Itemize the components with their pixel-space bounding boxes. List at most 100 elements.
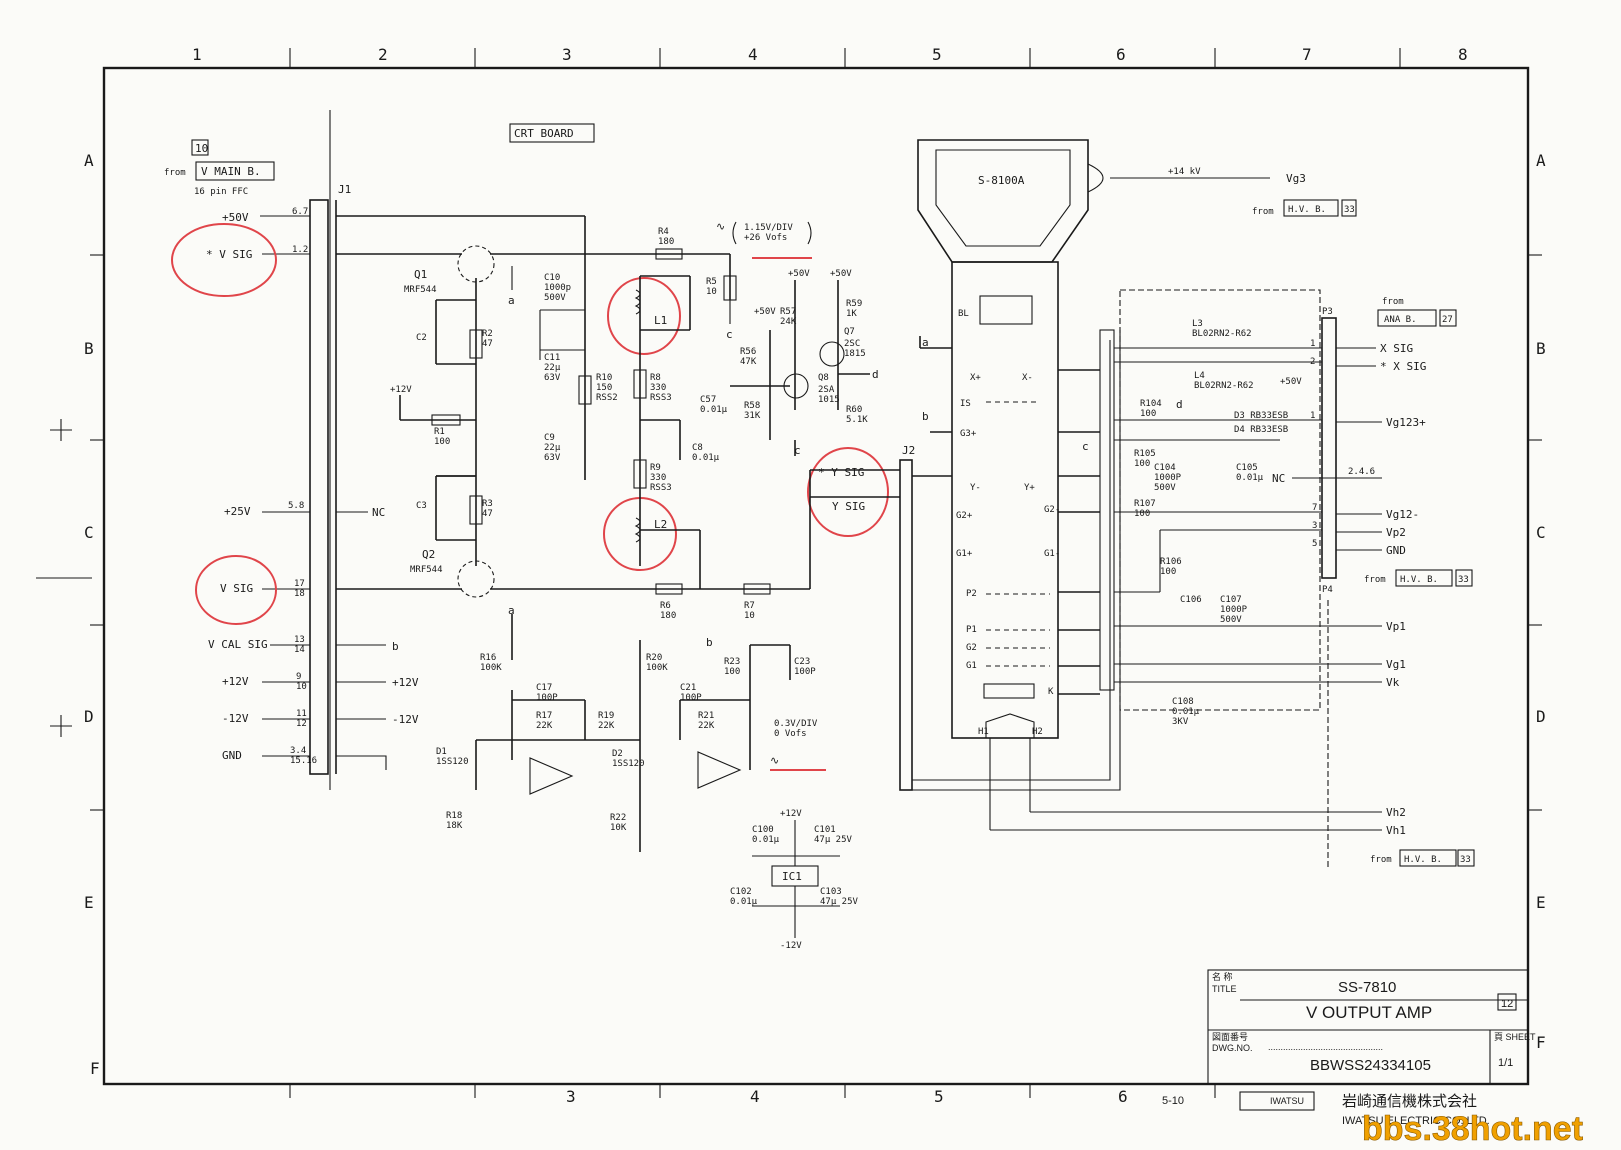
right-board-edge <box>1099 329 1115 691</box>
pin-p1: P1 <box>966 625 977 635</box>
rsig-xsig-inv: * X SIG <box>1380 360 1426 373</box>
j1-p12v: +12V <box>392 676 419 689</box>
red-circle-vsig <box>195 555 277 625</box>
hvb2-ref-number: 33 <box>1458 575 1469 585</box>
zone-col-4: 4 <box>748 45 758 64</box>
l2-label: L2 <box>654 518 667 531</box>
sheet-number: 1/1 <box>1498 1057 1513 1069</box>
rsig-vp1: Vp1 <box>1386 620 1406 633</box>
j2-label: J2 <box>902 444 915 457</box>
dwg-dots: ........................................… <box>1268 1042 1383 1052</box>
q1-label: Q1 <box>414 268 427 281</box>
pin-g1: G1 <box>966 661 977 671</box>
sig-p12v: +12V <box>222 675 249 688</box>
title-block-name-label: 名 称 <box>1212 971 1233 982</box>
crt-tube <box>917 139 1089 263</box>
p3-label: P3 <box>1322 307 1333 317</box>
vmain-ffc: 16 pin FFC <box>194 187 248 197</box>
q8-label: Q8 <box>818 373 829 383</box>
svg-text:c: c <box>726 328 733 341</box>
hvb-from: from <box>1252 207 1274 217</box>
crt-tube-label: S-8100A <box>978 174 1025 187</box>
zone-col-2: 2 <box>378 45 388 64</box>
svg-text:b: b <box>922 410 929 423</box>
sig-vsig: V SIG <box>220 582 253 595</box>
p4-label: P4 <box>1322 585 1333 595</box>
hv-label: +14 kV <box>1168 167 1201 177</box>
board-label: CRT BOARD <box>514 127 574 140</box>
hvb-ref: H.V. B. <box>1288 205 1326 215</box>
q2-transistor <box>457 560 495 598</box>
pin-xp: X+ <box>970 373 981 383</box>
j1-connector <box>309 199 329 775</box>
rsig-xsig: X SIG <box>1380 342 1413 355</box>
q8-transistor <box>783 373 809 399</box>
pin-g2b: G2- <box>1044 505 1060 515</box>
hvb3-from: from <box>1370 855 1392 865</box>
hvb3-ref-number: 33 <box>1460 855 1471 865</box>
pin-g2: G2 <box>966 643 977 653</box>
zone-ticks <box>90 48 1542 1098</box>
red-circle-l1 <box>607 277 681 355</box>
rpin-gnd: 5 <box>1312 539 1317 549</box>
q7-label: Q7 <box>844 327 855 337</box>
dwg-label-en: DWG.NO. <box>1212 1043 1253 1053</box>
rpin-vg12: 7 <box>1312 503 1317 513</box>
p12v-label: +12V <box>390 385 412 395</box>
ysig-inv-label: * Y SIG <box>818 466 864 479</box>
pin-p2: P2 <box>966 589 977 599</box>
zone-row-f-right: F <box>1536 1033 1546 1052</box>
rpin-xsig: 1 <box>1310 339 1315 349</box>
vg3-label: Vg3 <box>1286 172 1306 185</box>
sig-gnd: GND <box>222 749 242 762</box>
rpin-nc: 2.4.6 <box>1348 467 1375 477</box>
ysig-label: Y SIG <box>832 500 865 513</box>
vmain-ref: V MAIN B. <box>201 165 261 178</box>
zone-col-3: 3 <box>562 45 572 64</box>
hvb2-from: from <box>1364 575 1386 585</box>
svg-text:c: c <box>794 444 801 457</box>
vmain-ref-number: 10 <box>195 142 208 155</box>
rsig-vg123: Vg123+ <box>1386 416 1426 429</box>
zone-row-f-left: F <box>90 1059 100 1078</box>
opamp-2 <box>697 751 742 789</box>
right-signal-list: X SIG 1 * X SIG 2 Vg123+ 1 NC 2.4.6 Vg12… <box>990 339 1426 837</box>
zone-row-c-left: C <box>84 523 94 542</box>
j1-label: J1 <box>338 183 351 196</box>
pin-yp: Y+ <box>1024 483 1035 493</box>
svg-text:a: a <box>508 604 515 617</box>
company-name-jp: 岩崎通信機株式会社 <box>1342 1093 1477 1110</box>
rsig-vg1: Vg1 <box>1386 658 1406 671</box>
zone-col-1: 1 <box>192 45 202 64</box>
rsig-nc: NC <box>1272 472 1285 485</box>
company-name-en: IWATSU ELECTRIC CO. LTD. <box>1342 1115 1490 1127</box>
zone-row-c-right: C <box>1536 523 1546 542</box>
page-number: 5-10 <box>1162 1095 1184 1107</box>
vmain-from: from <box>164 168 186 178</box>
pin-g1b: G1- <box>1044 549 1060 559</box>
drawing-title: V OUTPUT AMP <box>1306 1003 1432 1022</box>
zone-row-d-right: D <box>1536 707 1546 726</box>
